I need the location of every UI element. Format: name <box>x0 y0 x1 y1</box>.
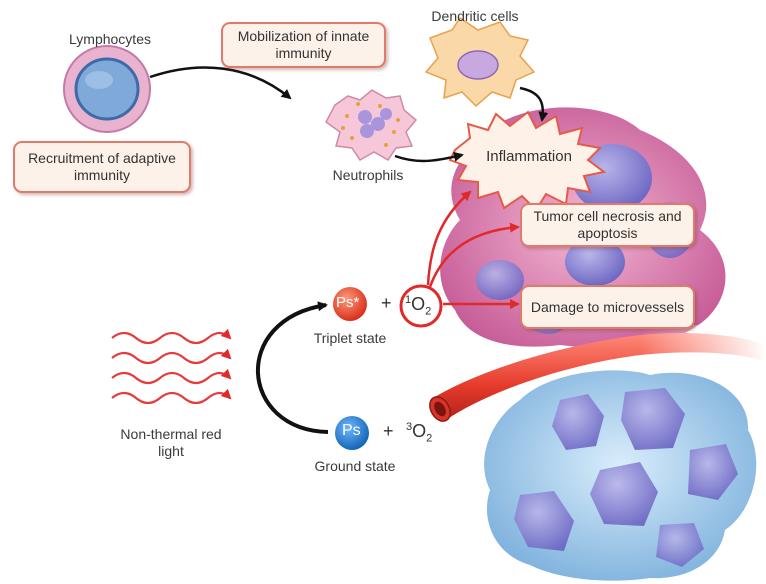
triplet-sub: 2 <box>426 432 433 445</box>
innate-immunity-box: Mobilization of innate immunity <box>221 22 386 68</box>
triplet-oxygen: 3O2 <box>406 421 432 445</box>
dendritic-cell <box>424 16 536 108</box>
singlet-sub: 2 <box>425 305 432 318</box>
inflammation-label: Inflammation <box>486 148 572 165</box>
plus-top: + <box>381 293 392 313</box>
adaptive-immunity-box: Recruitment of adaptive immunity <box>13 141 191 193</box>
inflammation-burst <box>448 110 607 212</box>
innate-to-neutrophils-arrow <box>149 66 292 100</box>
singlet-oxygen: 1O2 <box>405 294 431 318</box>
microvessels-box: Damage to microvessels <box>520 285 695 329</box>
lymphocyte-cell <box>63 45 151 133</box>
singlet-sup: 1 <box>405 294 412 306</box>
necrosis-box: Tumor cell necrosis and apoptosis <box>520 203 695 247</box>
triplet-state-label: Triplet state <box>313 330 387 346</box>
neutrophils-to-inflammation-arrow <box>394 151 464 163</box>
ps-ground-sphere <box>335 416 369 450</box>
red-light-label: Non-thermal red light <box>120 426 222 459</box>
oxygen-to-necrosis-arrow <box>428 222 520 288</box>
ps-excited-sphere <box>333 287 367 321</box>
triplet-sup: 3 <box>406 421 413 433</box>
oxygen-to-inflammation-arrow <box>426 190 472 286</box>
red-light-waves <box>111 328 232 405</box>
excitation-arrow <box>256 301 329 434</box>
singlet-oxygen-ring <box>399 284 443 328</box>
ground-state-label: Ground state <box>314 458 396 474</box>
triplet-o: O <box>412 421 427 441</box>
lymphocytes-label: Lymphocytes <box>69 31 151 47</box>
ps-excited-text: Ps* <box>336 294 360 311</box>
normal-tissue <box>484 370 757 581</box>
dendritic-cells-label: Dendritic cells <box>431 8 519 24</box>
neutrophils-label: Neutrophils <box>332 167 404 183</box>
dendritic-to-inflammation-arrow <box>519 86 549 122</box>
plus-bottom: + <box>383 421 394 441</box>
neutrophil-cell <box>325 89 418 161</box>
blood-vessel <box>429 325 766 422</box>
singlet-o: O <box>411 294 426 314</box>
ps-ground-text: Ps <box>342 422 361 439</box>
